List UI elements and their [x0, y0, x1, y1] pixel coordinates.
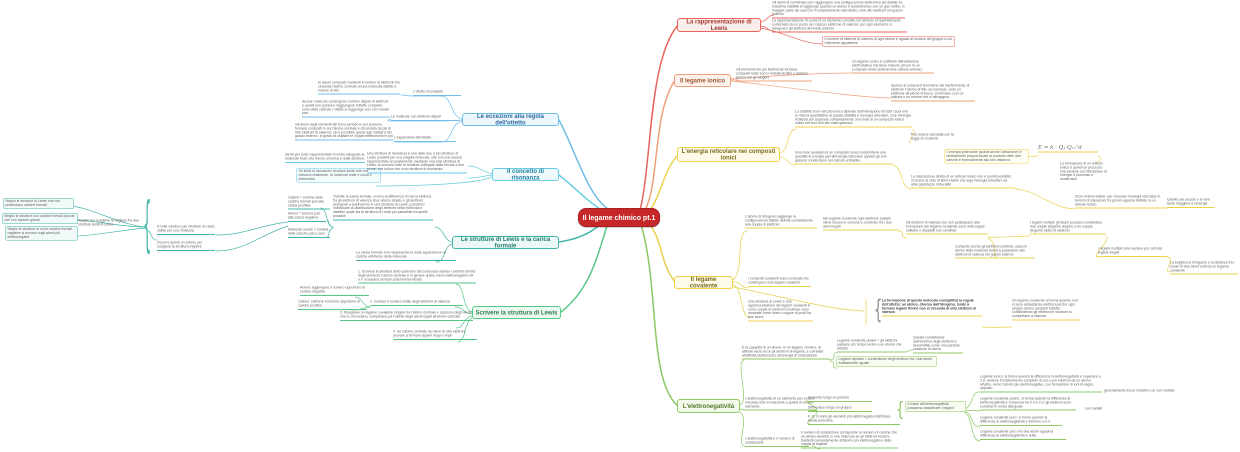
note-ion-elementi[interactable]: Gli elementi che più facilmente formano …	[736, 68, 812, 82]
note-ele-aumenta-periodo[interactable]: Aumenta lungo un periodo	[808, 396, 872, 402]
label-regole-scelta[interactable]: Regole per scegliere la migliore fra due…	[78, 219, 139, 227]
note-scr-step1[interactable]: 1. Scrivere la struttura dello scheletro…	[358, 270, 476, 284]
note-rap-regola-stabilita[interactable]: Gli atomi si combinano per raggiungere u…	[772, 1, 905, 19]
note-cov-lunghezza-legame[interactable]: La lunghezza di legame è la distanza fra…	[1170, 261, 1238, 275]
note-ene-esotermico[interactable]: La formazione di un reticolo ionico è qu…	[1060, 162, 1107, 182]
note-car-non-reale[interactable]: La carica formale non rappresenta la rea…	[356, 251, 456, 261]
note-car-regola-3[interactable]: Meglio le strutture in cui le cariche fo…	[5, 226, 78, 241]
note-cov-coppie-solitarie[interactable]: Gli elettroni di valenza che non parteci…	[906, 221, 988, 235]
note-car-definizione[interactable]: Tramite la carica formale, ovvero la dif…	[333, 195, 433, 221]
note-scr-step3[interactable]: 3. Disegnare un legame covalente singolo…	[340, 311, 473, 321]
topic-scrivere-struttura-lewis[interactable]: Scrivere la struttura di Lewis	[472, 306, 561, 319]
label-elettroni-dispari[interactable]: Le molecole con elettroni dispari	[391, 115, 459, 121]
note-ele-condivisione-asimmetrica[interactable]: Questa condivisione asimmetrica degli el…	[913, 336, 963, 354]
note-ele-classificazione[interactable]: In base all'elettronegatività possiamo c…	[905, 401, 966, 412]
note-cov-legami-multipli[interactable]: I legami multipli: gli atomi possono con…	[1030, 221, 1106, 235]
note-ele-definizione[interactable]: È la capacità di un atomo, in un legame …	[742, 346, 830, 360]
label-espansione-ottetto[interactable]: L'espansione dell'ottetto	[394, 136, 456, 142]
note-ris-ibridi[interactable]: Gli ibridi di risonanza: strutture limit…	[296, 168, 381, 183]
note-ene-coulomb[interactable]: Può essere calcolata con la legge di Cou…	[911, 133, 954, 141]
note-cov-struttura-lewis[interactable]: Una struttura di Lewis è una rappresenta…	[748, 300, 813, 322]
topic-lewis-carica-formale[interactable]: Le strutture di Lewis e la carica formal…	[452, 236, 559, 249]
brace-regola-ottetto: {	[874, 295, 883, 325]
note-car-regola-1[interactable]: Meglio le strutture di Lewis che non pre…	[3, 198, 74, 209]
note-car-criterio[interactable]: Occorre quindi un criterio per scegliere…	[157, 241, 215, 251]
note-ene-born-haber[interactable]: Ciclo di Born-Haber: per misurare l'ener…	[1075, 195, 1167, 209]
note-scr-anioni[interactable]: Anioni: aggiungere il numero opportuno d…	[300, 286, 369, 296]
note-cov-elettrone-spaiato[interactable]: Nel legame covalente ogni elettrone spai…	[823, 217, 899, 231]
note-scr-cationi[interactable]: Cationi: sottrarre il numero opportuno d…	[298, 300, 367, 310]
note-ene-stabilita[interactable]: La stabilità di un reticolo ionico dipen…	[795, 110, 912, 128]
note-ele-metallo-nonmetallo[interactable]: generalmente fra un metallo e un non met…	[1104, 389, 1175, 393]
note-ele-puro-04[interactable]: Legame covalente puro: si forma quando l…	[980, 416, 1062, 426]
topic-legame-ionico[interactable]: Il legame ionico	[674, 74, 731, 87]
brace-classificazione-legami: {	[896, 398, 905, 421]
brace-regole-scelta: {	[143, 191, 152, 261]
note-cov-conteggio-ottetto[interactable]: Contando anche gli elettroni condivisi, …	[955, 245, 1035, 259]
topic-rappresentazione-di-lewis[interactable]: La rappresentazione di Lewis	[677, 18, 761, 32]
note-ele-legame-ionico-2[interactable]: Legame ionico: si forma quando la differ…	[980, 375, 1102, 393]
note-ele-misura-relativa[interactable]: L'elettronegatività di un elemento può e…	[745, 397, 815, 411]
note-ris-definizione[interactable]: Una struttura di risonanza è una delle d…	[367, 152, 467, 174]
topic-eccezioni-ottetto[interactable]: Le eccezioni alla regola dell'ottetto	[462, 113, 559, 126]
note-car-piu-strutture[interactable]: A volte esistono più strutture di Lewis …	[157, 225, 215, 235]
note-car-cationi[interactable]: Cationi = somma delle cariche formali pa…	[288, 196, 330, 210]
note-ele-numero-ossidazione[interactable]: Il numero di ossidazione corrisponde al …	[801, 431, 898, 449]
note-scr-step4[interactable]: 4. Se l'atomo centrale ha meno di otto e…	[393, 330, 477, 340]
note-cov-composti[interactable]: I composti covalenti sono composti che c…	[748, 277, 811, 287]
note-car-neutre[interactable]: Molecole neutre = somma delle cariche pa…	[288, 228, 330, 238]
note-ele-legame-apolare[interactable]: Legame apolare = condivisione degli elet…	[836, 356, 937, 367]
note-ris-scopo[interactable]: Serve per poter rappresentare in modo ad…	[285, 153, 365, 163]
note-car-anioni[interactable]: Anioni = somma pari alla carica negativa	[288, 212, 326, 222]
topic-legame-covalente[interactable]: Il legame covalente	[674, 276, 733, 289]
topic-concetto-risonanza[interactable]: Il concetto di risonanza	[492, 168, 559, 181]
formula-coulomb[interactable]: E = k · Q₁·Q₂ ⁄ d	[1038, 144, 1098, 153]
note-rap-simbolo-punti[interactable]: La rappresentazione di Lewis di un eleme…	[772, 19, 907, 33]
note-ion-definizione[interactable]: Un legame ionico è costituito dall'attra…	[852, 60, 934, 74]
note-ele-non-metalli[interactable]: non metalli	[1085, 407, 1102, 411]
note-cov-legami-corti[interactable]: I legami multipli sono sempre più corti …	[1098, 247, 1168, 257]
note-ene-energia-potenziale[interactable]: L'energia potenziale (quindi anche l'att…	[944, 149, 1029, 164]
label-ottetto-incompleto[interactable]: L'ottetto incompleto	[413, 90, 461, 96]
note-car-regola-2[interactable]: Meglio le strutture con cariche formali …	[2, 213, 78, 224]
note-ele-covalente-polare[interactable]: Legame covalente polare = gli elettroni …	[837, 339, 905, 353]
note-cov-regola-ottetto[interactable]: La formazione di questa molecola esempli…	[882, 299, 982, 317]
note-ele-numero-ossidazione-label[interactable]: L'elettronegatività e il numero di ossid…	[745, 437, 809, 447]
note-ele-diminuisce-gruppo[interactable]: Diminuisce lungo un gruppo	[808, 406, 872, 412]
note-ele-polare-04-20[interactable]: Legame covalente polare: si forma quando…	[980, 397, 1076, 411]
note-ene-ione-piccolo[interactable]: Quanto più piccolo è lo ione tanto maggi…	[1167, 198, 1215, 208]
note-ecc-elettroni-dispari[interactable]: Alcune molecole contengono numero dispar…	[302, 100, 390, 118]
note-scr-step2[interactable]: 2. Contare il numero totale degli elettr…	[370, 300, 463, 306]
note-ele-fon[interactable]: F, O, N sono gli elementi più elettroneg…	[808, 415, 900, 425]
note-ecc-espansione-ottetto[interactable]: Gli atomi degli elementi dal terzo perio…	[295, 123, 394, 141]
note-cov-condivisione[interactable]: Un legame covalente si forma quando non …	[1012, 299, 1080, 321]
note-ene-misurazione[interactable]: La misurazione diretta di un reticolo io…	[911, 175, 1015, 189]
topic-elettronegativita[interactable]: L'elettronegatività	[677, 399, 740, 413]
note-ecc-ottetto-incompleto[interactable]: In alcuni composti covalenti il numero d…	[318, 81, 400, 95]
central-topic[interactable]: Il legame chimico pt.1	[578, 208, 660, 227]
note-ele-puro-atomi-uguali[interactable]: Legame covalente puro: fra due atomi ugu…	[980, 430, 1066, 440]
note-rap-elettroni-valenza-gruppo[interactable]: Il numero di elettroni di valenza di ogn…	[822, 36, 955, 47]
note-ene-mole[interactable]: Una mole qualsiasi di un composto ionico…	[795, 151, 893, 165]
note-cov-idrogeno[interactable]: L'atomo di idrogeno raggiunge la configu…	[745, 215, 817, 229]
note-ion-trasferimento[interactable]: Spesso si osserva il fenomeno del trasfe…	[891, 84, 975, 102]
topic-energia-reticolare[interactable]: L'energia reticolare nei composti ionici	[677, 147, 780, 162]
